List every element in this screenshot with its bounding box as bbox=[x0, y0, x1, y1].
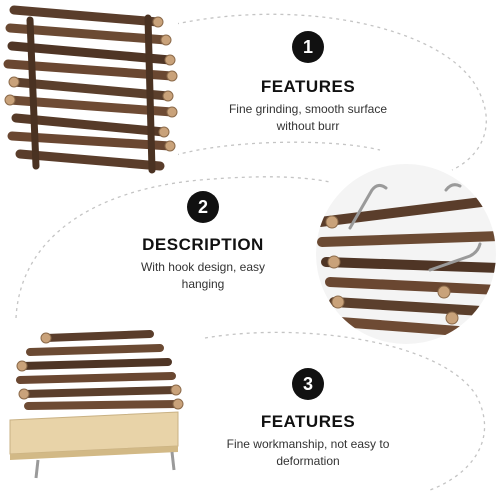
number-badge-2: 2 bbox=[187, 191, 219, 223]
feature-description-2-line2: hanging bbox=[181, 277, 225, 291]
feature-title-1: FEATURES bbox=[260, 77, 356, 96]
feature-description-3: Fine workmanship, not easy to deformatio… bbox=[212, 436, 404, 470]
feature-description-1-line2: without burr bbox=[276, 119, 340, 133]
feature-title-3: FEATURES bbox=[260, 412, 356, 431]
feature-description-1-line1: Fine grinding, smooth surface bbox=[228, 102, 388, 116]
feature-description-2-line1: With hook design, easy bbox=[140, 260, 266, 274]
feature-description-3-line1: Fine workmanship, not easy to bbox=[226, 437, 390, 451]
feature-description-2: With hook design, easy hanging bbox=[122, 259, 284, 293]
product-image-top-left bbox=[0, 0, 178, 178]
feature-description-3-line2: deformation bbox=[276, 454, 340, 468]
feature-title-2: DESCRIPTION bbox=[142, 235, 264, 254]
dashed-arcs bbox=[15, 13, 487, 491]
product-image-platform bbox=[9, 330, 184, 479]
number-badge-3: 3 bbox=[292, 368, 324, 400]
product-image-hook-closeup bbox=[316, 164, 496, 344]
feature-description-1: Fine grinding, smooth surface without bu… bbox=[212, 101, 404, 135]
number-badge-1: 1 bbox=[292, 31, 324, 63]
